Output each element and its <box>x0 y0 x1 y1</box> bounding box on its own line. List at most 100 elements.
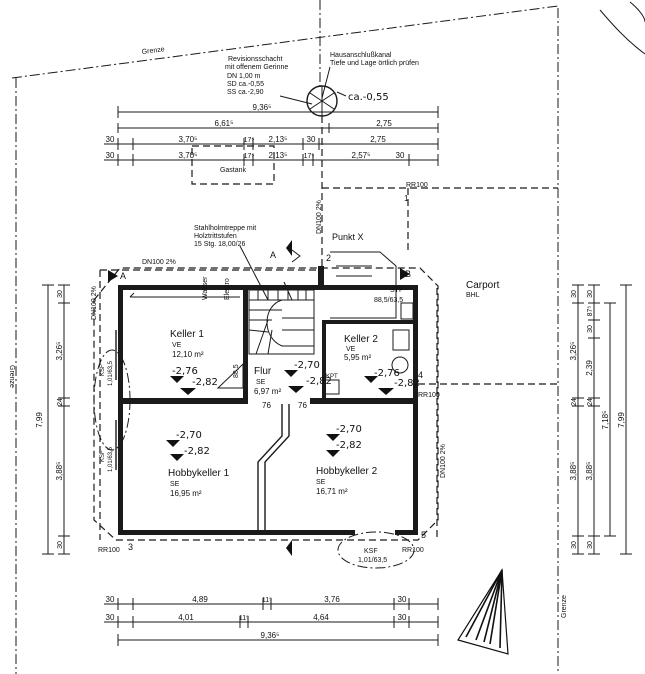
keller2-area: 5,95 m² <box>344 353 371 362</box>
window-wells <box>93 330 415 569</box>
hobby2-use: SE <box>316 479 326 486</box>
flur-area: 6,97 m² <box>254 387 281 396</box>
property-boundary <box>11 0 559 674</box>
hobby2-name: Hobbykeller 2 <box>316 466 378 477</box>
dim-top-overall: 9,36⁵ <box>253 103 272 112</box>
rr-bottom-left: RR100 <box>98 547 120 554</box>
dim-right-c1-2: 3,26⁵ <box>569 342 578 361</box>
left-dimensions <box>42 284 70 555</box>
point-1: 1 <box>404 194 409 203</box>
hobby1-lvl2: -2,82 <box>184 446 210 457</box>
dim-bot-r1-3: 11⁵ <box>262 597 272 604</box>
ksf-left-top: KSF <box>100 364 106 376</box>
rr-bottom-right: RR100 <box>402 547 424 554</box>
hobby1-area: 16,95 m² <box>170 489 202 498</box>
dim-bot-r2-1: 30 <box>106 613 115 622</box>
flur-lvl1: -2,70 <box>294 360 320 371</box>
ksf-left-bottom: KSF <box>100 450 106 462</box>
gas-tank-label: Gastank <box>220 167 247 174</box>
door-width-stair: 88,5 <box>233 364 240 378</box>
dim-left-5: 30 <box>57 541 64 549</box>
dim-right-c3: 7,18⁵ <box>601 411 610 430</box>
ksf-bottom-size: 1,01/63,5 <box>358 557 387 564</box>
right-dimensions <box>572 284 632 555</box>
kpt-label: KPT <box>326 374 338 380</box>
dim-bot-r1-4: 3,76 <box>324 595 340 604</box>
drain-lines <box>99 116 558 540</box>
section-a-left: A <box>120 271 126 281</box>
dim-bot-r2-5: 30 <box>398 613 407 622</box>
ksf-left-bottom-size: 1,01/63,5 <box>108 446 114 472</box>
dim-right-c2-7: 30 <box>587 541 594 549</box>
dim-top-r3-6: 2,57⁵ <box>352 151 371 160</box>
section-b-right: B <box>405 269 411 279</box>
shaft-leader <box>279 95 313 105</box>
hobby2-lvl1: -2,70 <box>336 424 362 435</box>
dim-right-c2-2: 87⁵ <box>587 306 594 317</box>
bottom-dimensions <box>104 598 439 646</box>
hobby1-use: SE <box>170 481 180 488</box>
dim-right-overall: 7,99 <box>617 412 626 428</box>
dim-bot-r2-2: 4,01 <box>178 613 194 622</box>
boundary-label-left: Grenze <box>8 365 15 388</box>
dim-left-4: 3,88⁵ <box>55 462 64 481</box>
light-well-top <box>330 251 397 319</box>
dim-bot-r1-1: 30 <box>106 595 115 604</box>
dim-top-r1-1: 6,61⁵ <box>215 119 234 128</box>
kpt-box <box>324 379 340 395</box>
hobby2-area: 16,71 m² <box>316 487 348 496</box>
dim-top-r3-1: 30 <box>106 151 115 160</box>
dim-top-r1-2: 2,75 <box>376 119 392 128</box>
hobby1-lvl1: -2,70 <box>176 430 202 441</box>
top-dimensions <box>104 106 439 166</box>
dim-top-r2-3: 17⁵ <box>244 137 255 144</box>
dim-right-c1-4: 3,88⁵ <box>569 462 578 481</box>
door-width-right: 76 <box>298 401 307 410</box>
point-4: 4 <box>418 370 423 380</box>
keller2-use: VE <box>346 346 356 353</box>
house-connection-note: Tiefe und Lage örtlich prüfen <box>330 60 419 67</box>
shaft-sd: SD ca.-0,55 <box>227 81 264 88</box>
dn-right: DN100 2% <box>440 444 447 478</box>
shaft-ss: SS ca.-2,90 <box>227 89 264 96</box>
ksf-left-top-size: 1,01/63,5 <box>108 360 114 386</box>
dim-top-r3-5: 17⁵ <box>304 153 315 160</box>
gas-tank <box>191 145 275 185</box>
dim-top-r2-1: 30 <box>106 135 115 144</box>
stp-size: 88,5/63,5 <box>374 297 403 304</box>
rr-right: RR100 <box>418 392 440 399</box>
dim-bot-r2-4: 4,64 <box>313 613 329 622</box>
dim-left-3: 24 <box>57 398 64 406</box>
dim-top-r3-3: 17⁵ <box>244 153 255 160</box>
flur-name: Flur <box>254 366 272 377</box>
dim-right-c2-1: 30 <box>587 290 594 298</box>
dim-right-c2-3: 30 <box>587 325 594 333</box>
dim-right-c1-1: 30 <box>571 290 578 298</box>
carport-title: Carport <box>466 280 500 291</box>
keller1-use: VE <box>172 342 182 349</box>
staircase <box>248 249 315 355</box>
dim-top-r2-4: 2,13⁵ <box>269 135 288 144</box>
boundary-label-bottom-right: Grenze <box>561 595 568 618</box>
dim-top-r3-7: 30 <box>396 151 405 160</box>
foundation-outline <box>93 267 439 541</box>
dim-top-r3-2: 3,70⁵ <box>179 151 198 160</box>
dim-top-r2-2: 3,70⁵ <box>179 135 198 144</box>
keller1-lvl2: -2,82 <box>192 377 218 388</box>
level-markers <box>166 370 394 461</box>
door-width-left: 76 <box>262 401 271 410</box>
boundary-label-top: Grenze <box>141 46 165 56</box>
keller2-lvl2: -2,82 <box>394 378 420 389</box>
hobby2-lvl2: -2,82 <box>336 440 362 451</box>
keller2-name: Keller 2 <box>344 334 378 345</box>
punkt-x: Punkt X <box>332 232 364 242</box>
dim-left-overall: 7,99 <box>35 412 44 428</box>
point-2: 2 <box>326 253 331 263</box>
keller1-lvl1: -2,76 <box>172 366 198 377</box>
sink <box>392 329 410 351</box>
dim-right-c1-5: 30 <box>571 541 578 549</box>
dim-bot-r1-2: 4,89 <box>192 595 208 604</box>
dim-left-1: 30 <box>57 290 64 298</box>
keller2-lvl1: -2,76 <box>374 368 400 379</box>
